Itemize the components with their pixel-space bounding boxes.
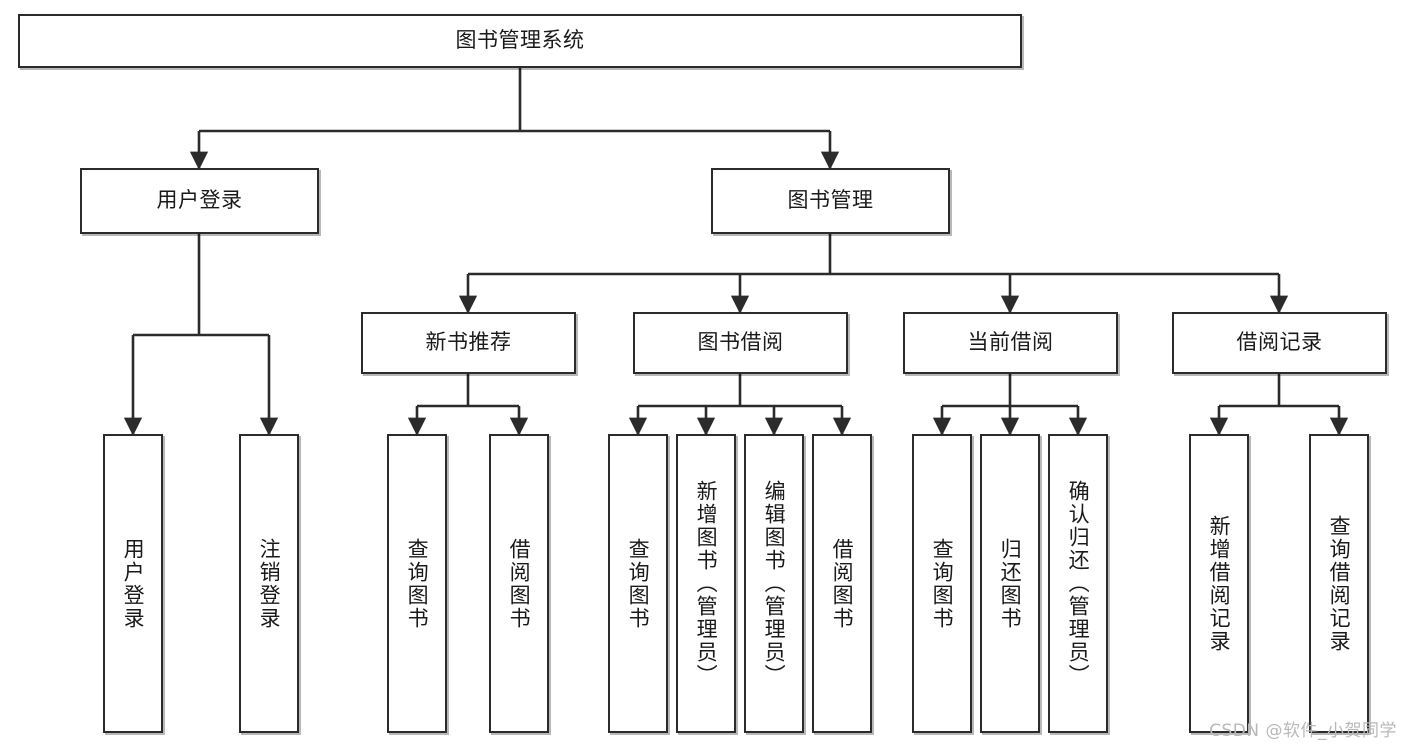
leaf-book-borrow-borrow-books[interactable]: 借阅图书 [812,434,872,733]
node-user-login[interactable]: 用户登录 [80,168,319,234]
leaf-label: 用户登录 [121,537,146,630]
node-root-system[interactable]: 图书管理系统 [18,14,1022,68]
leaf-label: 查询图书 [405,537,430,630]
leaf-label: 新增借阅记录 [1207,514,1232,653]
node-book-management[interactable]: 图书管理 [711,168,950,234]
leaf-label: 查询借阅记录 [1327,514,1352,653]
leaf-label: 新增图书（管理员） [694,480,719,687]
leaf-user-login-logout[interactable]: 注销登录 [239,434,299,733]
leaf-label: 归还图书 [998,537,1023,630]
leaf-current-borrow-query-books[interactable]: 查询图书 [912,434,972,733]
leaf-current-borrow-confirm-return-admin[interactable]: 确认归还（管理员） [1048,434,1108,733]
node-book-borrow[interactable]: 图书借阅 [633,312,848,374]
leaf-book-borrow-query-books[interactable]: 查询图书 [608,434,668,733]
leaf-label: 查询图书 [626,537,651,630]
watermark-text: CSDN @软件_小贺同学 [1209,721,1397,741]
leaf-book-borrow-edit-book-admin[interactable]: 编辑图书（管理员） [744,434,804,733]
leaf-current-borrow-return-books[interactable]: 归还图书 [980,434,1040,733]
leaf-new-book-borrow-books[interactable]: 借阅图书 [489,434,549,733]
node-current-borrow[interactable]: 当前借阅 [903,312,1118,374]
leaf-label: 借阅图书 [830,537,855,630]
node-new-book-recommend[interactable]: 新书推荐 [361,312,576,374]
leaf-user-login-login[interactable]: 用户登录 [103,434,163,733]
leaf-label: 编辑图书（管理员） [762,480,787,687]
node-borrow-record[interactable]: 借阅记录 [1172,312,1387,374]
leaf-borrow-record-add-record[interactable]: 新增借阅记录 [1189,434,1249,733]
leaf-label: 借阅图书 [507,537,532,630]
leaf-label: 注销登录 [257,537,282,630]
leaf-new-book-query-books[interactable]: 查询图书 [387,434,447,733]
leaf-label: 确认归还（管理员） [1066,480,1091,687]
leaf-borrow-record-query-record[interactable]: 查询借阅记录 [1309,434,1369,733]
leaf-book-borrow-add-book-admin[interactable]: 新增图书（管理员） [676,434,736,733]
leaf-label: 查询图书 [930,537,955,630]
